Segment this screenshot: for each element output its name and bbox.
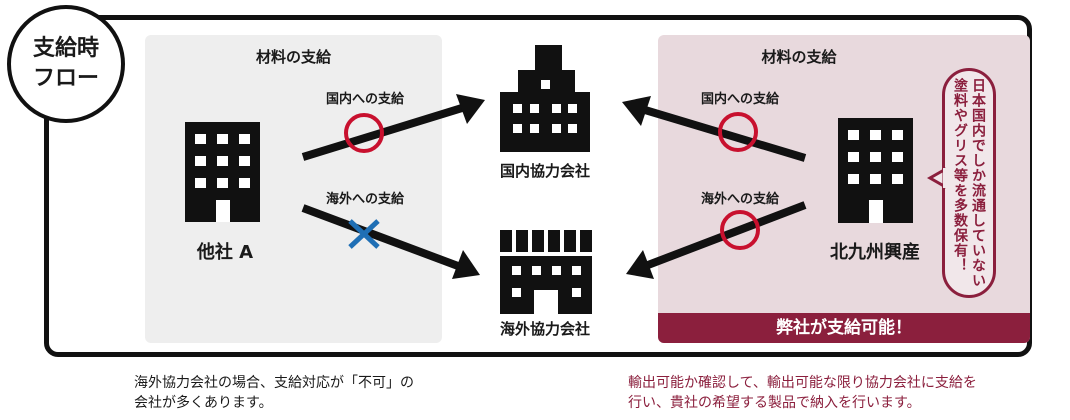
- stock-callout: 日本国内でしか流通していない 塗料やグリス等を多数保有！: [942, 68, 996, 298]
- stock-callout-text: 日本国内でしか流通していない 塗料やグリス等を多数保有！: [952, 78, 986, 288]
- left-panel-title: 材料の支給: [255, 48, 331, 66]
- ng-cross-icon: [348, 219, 380, 249]
- arrow-icon: [626, 201, 807, 279]
- building-icon: [185, 122, 260, 222]
- supply-possible-band: 弊社が支給可能！: [658, 313, 1030, 343]
- arrow-icon: [622, 96, 807, 162]
- right-domestic-route-label: 国内への支給: [700, 92, 779, 107]
- right-overseas-route-label: 海外への支給: [700, 192, 779, 207]
- right-caption: 輸出可能か確認して、輸出可能な限り協力会社に支給を 行い、貴社の希望する製品で納…: [628, 375, 977, 411]
- ok-circle-icon: [720, 210, 760, 250]
- overseas-partner-label: 海外協力会社: [499, 320, 590, 338]
- arrow-icon: [301, 204, 480, 279]
- left-overseas-route-label: 海外への支給: [325, 192, 404, 207]
- other-company-label: 他社 A: [196, 242, 254, 263]
- domestic-partner-label: 国内協力会社: [499, 162, 590, 180]
- kitakyushu-kosan-label: 北九州興産: [830, 242, 920, 263]
- right-panel-title: 材料の支給: [761, 48, 837, 66]
- left-caption: 海外協力会社の場合、支給対応が「不可」の 会社が多くあります。: [134, 375, 414, 411]
- ok-circle-icon: [344, 113, 384, 153]
- left-domestic-route-label: 国内への支給: [325, 92, 404, 107]
- building-icon: [500, 45, 590, 152]
- flow-badge: 支給時 フロー: [7, 5, 125, 123]
- building-icon: [500, 230, 592, 314]
- ok-circle-icon: [718, 112, 758, 152]
- building-icon: [838, 118, 913, 223]
